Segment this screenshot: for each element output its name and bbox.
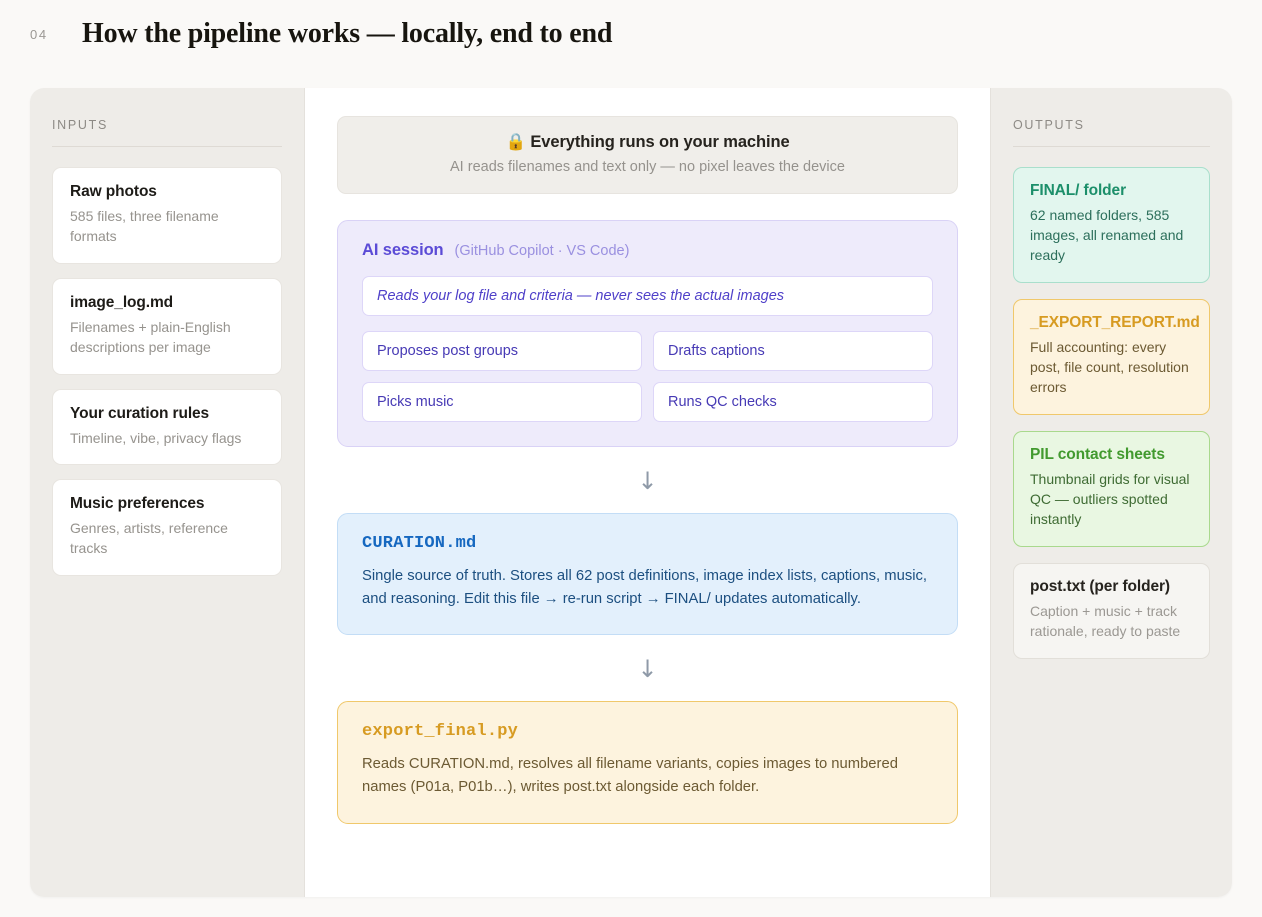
step-card-title: export_final.py: [362, 722, 519, 742]
privacy-banner-title: 🔒 Everything runs on your machine: [356, 133, 939, 152]
output-card-title: PIL contact sheets: [1030, 446, 1165, 464]
ai-capability-chip[interactable]: Runs QC checks: [653, 382, 933, 422]
output-card-title: FINAL/ folder: [1030, 182, 1126, 199]
input-card-sub: 585 files, three filename formats: [70, 208, 219, 244]
input-card[interactable]: Music preferences Genres, artists, refer…: [52, 479, 282, 577]
input-card[interactable]: Raw photos 585 files, three filename for…: [52, 167, 282, 264]
ai-prompt-field[interactable]: Reads your log file and criteria — never…: [362, 276, 933, 316]
privacy-banner-sub: AI reads filenames and text only — no pi…: [450, 159, 845, 175]
step-card-title: CURATION.md: [362, 534, 477, 553]
output-card-contact-sheets[interactable]: PIL contact sheets Thumbnail grids for v…: [1013, 431, 1210, 548]
privacy-banner-title-text: Everything runs on your machine: [530, 133, 790, 151]
input-card-title: Music preferences: [70, 495, 205, 513]
lock-icon: 🔒: [505, 133, 526, 151]
output-card-sub: Thumbnail grids for visual QC — outliers…: [1030, 471, 1190, 528]
outputs-label: OUTPUTS: [1013, 118, 1085, 132]
output-card-final-folder[interactable]: FINAL/ folder 62 named folders, 585 imag…: [1013, 167, 1210, 284]
output-card-title: _EXPORT_REPORT.md: [1030, 314, 1200, 332]
input-card[interactable]: Your curation rules Timeline, vibe, priv…: [52, 388, 282, 466]
input-card-sub: Genres, artists, reference tracks: [70, 520, 228, 557]
output-card-title: post.txt (per folder): [1030, 578, 1170, 596]
pipeline-container: INPUTS Raw photos 585 files, three filen…: [30, 88, 1232, 897]
inputs-column: INPUTS Raw photos 585 files, three filen…: [30, 88, 305, 897]
outputs-divider: [1013, 146, 1210, 147]
slide-header: 04 How the pipeline works — locally, end…: [0, 0, 1262, 68]
ai-session-panel: AI session (GitHub Copilot · VS Code) Re…: [337, 220, 958, 447]
input-card-sub: Filenames + plain-English descriptions p…: [70, 318, 231, 355]
outputs-column: OUTPUTS FINAL/ folder 62 named folders, …: [990, 88, 1232, 897]
input-card-sub: Timeline, vibe, privacy flags: [70, 429, 242, 446]
ai-session-header: AI session (GitHub Copilot · VS Code): [362, 241, 933, 260]
step-card-body: Reads CURATION.md, resolves all filename…: [362, 756, 898, 795]
pipeline-column: 🔒 Everything runs on your machine AI rea…: [305, 88, 990, 897]
output-card-export-report[interactable]: _EXPORT_REPORT.md Full accounting: every…: [1013, 299, 1210, 416]
input-card[interactable]: image_log.md Filenames + plain-English d…: [52, 277, 282, 375]
ai-capability-grid: Proposes post groups Drafts captions Pic…: [362, 331, 933, 422]
step-card-body: Single source of truth. Stores all 62 po…: [362, 568, 928, 607]
arrow-down-icon: ↓: [637, 655, 658, 684]
ai-capability-chip[interactable]: Drafts captions: [653, 331, 933, 371]
arrow-down-icon: ↓: [637, 467, 658, 495]
output-card-sub: Caption + music + track rationale, ready…: [1030, 603, 1181, 640]
page-title: How the pipeline works — locally, end to…: [82, 18, 613, 49]
step-card-export-script[interactable]: export_final.py Reads CURATION.md, resol…: [337, 701, 958, 824]
slide-number: 04: [30, 26, 48, 42]
ai-session-subtitle: (GitHub Copilot · VS Code): [454, 243, 630, 259]
ai-capability-chip[interactable]: Proposes post groups: [362, 331, 642, 371]
output-card-post-txt[interactable]: post.txt (per folder) Caption + music + …: [1013, 563, 1210, 660]
input-card-title: Raw photos: [70, 183, 157, 200]
inputs-label: INPUTS: [52, 118, 109, 132]
inputs-divider: [52, 146, 282, 147]
input-card-title: image_log.md: [70, 293, 174, 311]
ai-capability-chip[interactable]: Picks music: [362, 382, 642, 422]
input-card-title: Your curation rules: [70, 404, 210, 422]
output-card-sub: 62 named folders, 585 images, all rename…: [1030, 207, 1184, 264]
step-card-curation[interactable]: CURATION.md Single source of truth. Stor…: [337, 513, 958, 636]
output-card-sub: Full accounting: every post, file count,…: [1030, 339, 1189, 396]
ai-session-title: AI session: [362, 241, 444, 259]
privacy-banner: 🔒 Everything runs on your machine AI rea…: [337, 116, 958, 194]
